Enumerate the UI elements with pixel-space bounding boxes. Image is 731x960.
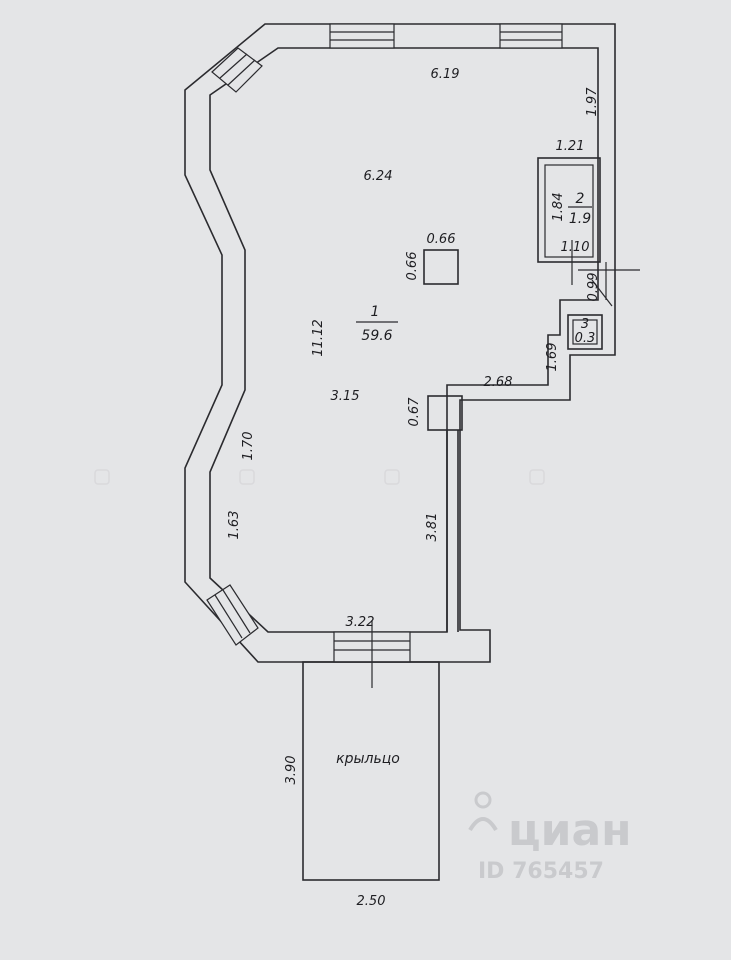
dim-top-wall: 6.19 bbox=[431, 67, 460, 82]
dim-closet-height: 1.84 bbox=[551, 193, 566, 222]
window-top-left bbox=[329, 23, 395, 49]
watermark-brand: циан bbox=[508, 805, 632, 856]
window-left-lower bbox=[206, 584, 259, 646]
partition-pier bbox=[427, 395, 463, 632]
inner-wall-outline bbox=[209, 47, 599, 633]
closet-room-2 bbox=[537, 157, 601, 285]
dim-partition-top: 2.68 bbox=[484, 375, 513, 390]
room-1-area: 59.6 bbox=[361, 328, 392, 344]
porch bbox=[302, 661, 440, 881]
dim-left-bay-lower: 1.63 bbox=[227, 511, 242, 540]
dim-closet-width: 1.21 bbox=[556, 139, 585, 154]
dim-right-small: 0.99 bbox=[586, 273, 601, 302]
dim-porch-depth: 3.90 bbox=[284, 756, 299, 785]
room-3-area: 0.3 bbox=[575, 331, 596, 346]
window-left-upper bbox=[211, 47, 263, 93]
room-3-number: 3 bbox=[581, 317, 589, 332]
small-room-3 bbox=[567, 262, 640, 350]
room-1-number: 1 bbox=[371, 304, 380, 320]
dim-bottom-wall: 3.22 bbox=[346, 615, 375, 630]
outer-wall-outline bbox=[184, 23, 616, 663]
entrance-door bbox=[333, 620, 411, 688]
dim-main-width: 6.24 bbox=[364, 169, 393, 184]
cian-watermark: циан ID 765457 bbox=[468, 791, 632, 884]
room-2-number: 2 bbox=[576, 191, 585, 207]
watermark-id: ID 765457 bbox=[478, 859, 604, 884]
dim-left-bay-upper: 1.70 bbox=[241, 432, 256, 461]
window-top-right bbox=[499, 23, 563, 49]
dim-column-width: 0.66 bbox=[427, 232, 456, 247]
dim-right-step: 1.69 bbox=[545, 343, 560, 372]
dim-porch-width: 2.50 bbox=[357, 894, 386, 909]
dim-lower-width: 3.15 bbox=[331, 389, 360, 404]
dim-partition-pier: 0.67 bbox=[407, 397, 422, 427]
dim-column-height: 0.66 bbox=[405, 252, 420, 281]
background-watermarks bbox=[94, 469, 545, 485]
dim-main-length: 11.12 bbox=[311, 319, 326, 356]
dim-right-upper: 1.97 bbox=[585, 87, 600, 117]
dim-closet-door: 1.10 bbox=[561, 240, 590, 255]
room-2-area: 1.9 bbox=[569, 211, 591, 227]
porch-label: крыльцо bbox=[336, 751, 400, 767]
column bbox=[423, 249, 459, 285]
dim-partition-length: 3.81 bbox=[425, 513, 440, 542]
